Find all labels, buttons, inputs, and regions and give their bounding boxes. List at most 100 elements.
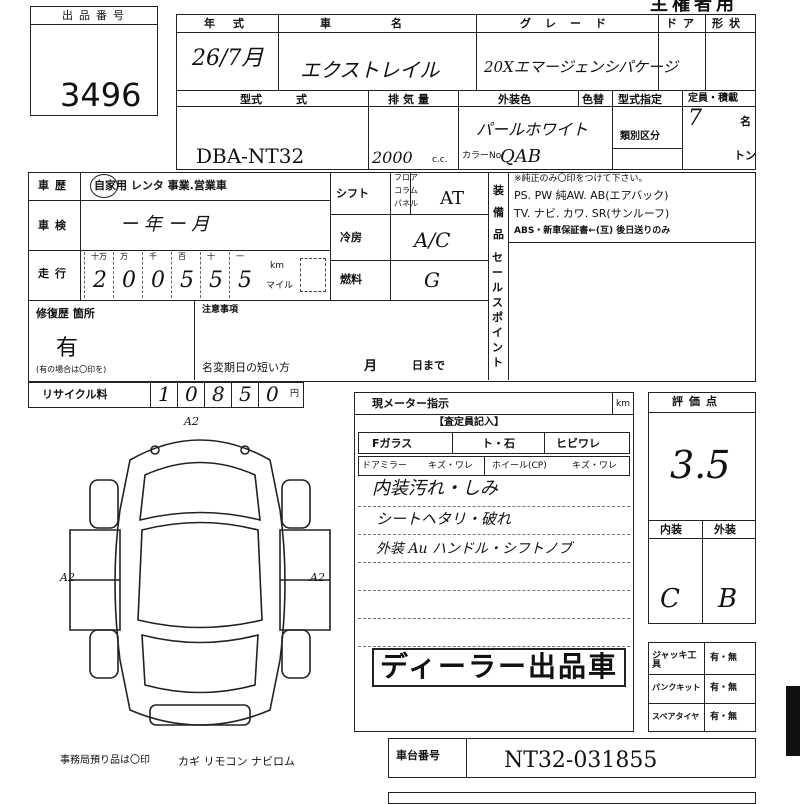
inspection-note-3: 外装 Au ハンドル・シフトノブ [376, 541, 573, 557]
load-unit: トン [734, 149, 756, 162]
shift-option-column: コラム [394, 186, 418, 195]
score-value: 3.5 [670, 443, 731, 487]
repair-value: 有 [56, 336, 79, 361]
inspection-panel [354, 392, 634, 732]
model-name-label: 車名 [320, 17, 462, 30]
katashiki-label-2: 式 [296, 93, 307, 106]
mileage-digit-label: 百 [178, 252, 186, 261]
meter-label: 現メーター指示 [372, 397, 449, 410]
mirror-options: キズ・ワレ [428, 461, 474, 471]
spare-label: スペアタイヤ [652, 712, 700, 721]
glass-row [358, 432, 630, 454]
chassis-value: NT32-031855 [504, 748, 658, 773]
recycle-label: リサイクル料 [42, 388, 108, 401]
lot-number-label: 出品番号 [62, 9, 130, 22]
lot-number-value: 3496 [60, 76, 142, 114]
glass-options: ト・石 [482, 437, 515, 450]
vehicle-details-grid [28, 172, 756, 382]
exterior-label: 外装 [714, 523, 736, 536]
wheel-options: キズ・ワレ [572, 461, 618, 471]
mileage-digit-label: 十 [207, 252, 215, 261]
mileage-digit-label: 万 [120, 252, 128, 261]
katashiki-label: 型式 [240, 93, 262, 106]
glass-label: Fガラス [372, 437, 413, 450]
mileage-digit: 5 [238, 268, 252, 293]
shift-option-panel: パネル [394, 199, 418, 208]
capacity-label: 定員・積載 [688, 93, 738, 104]
door-label: ドア [666, 17, 700, 30]
repair-label: 修復歴 箇所 [36, 307, 95, 320]
accessories-box [648, 642, 756, 732]
recycle-digit: 0 [185, 382, 198, 406]
year-value: 26/7月 [192, 46, 264, 71]
interior-value: C [660, 584, 680, 614]
grade-label: グレード [520, 17, 620, 30]
mileage-digit-label: 一 [236, 252, 244, 261]
equipment-line-3: ABS・新車保証書←(互) 後日送りのみ [514, 226, 671, 236]
mirror-wheel-row [358, 456, 630, 476]
capacity-unit: 名 [740, 115, 751, 128]
name-change-day: 日まで [412, 359, 445, 372]
chassis-box [388, 738, 756, 778]
shaken-value: ー 年 ー 月 [120, 214, 210, 235]
capacity-value: 7 [688, 106, 702, 131]
mirror-label: ドアミラー [362, 461, 407, 471]
ext-color-value: パールホワイト [476, 120, 589, 139]
jack-value: 有・無 [710, 653, 738, 663]
fuel-value: G [424, 268, 440, 292]
mile-checkbox [300, 258, 326, 292]
repair-note: (有の場合は〇印を) [36, 365, 107, 374]
ac-label: 冷房 [340, 231, 362, 244]
mileage-label: 走行 [38, 267, 72, 280]
history-options: 自家用 レンタ 事業.営業車 [94, 179, 227, 192]
crack-label: ヒビワレ [556, 437, 600, 450]
displacement-unit: c.c. [432, 155, 448, 165]
recycle-digit: 1 [158, 382, 171, 406]
wheel-label: ホイール(CP) [492, 461, 547, 471]
puncture-value: 有・無 [710, 683, 738, 693]
recycle-digit-cell: 1 [150, 382, 177, 408]
mileage-digit: 0 [151, 268, 165, 293]
mileage-digit-label: 十万 [91, 252, 107, 261]
displacement-value: 2000 [372, 148, 413, 167]
vehicle-header-grid [176, 14, 756, 170]
inspector-label: 【査定員記入】 [434, 417, 504, 428]
category-label: 類別区分 [620, 131, 660, 142]
color-no-value: QAB [500, 146, 541, 167]
dealer-stamp: ディーラー出品車 [372, 648, 627, 687]
edge-bar [786, 686, 800, 756]
recycle-digit: 8 [212, 382, 225, 406]
name-change-month: 月 [364, 359, 378, 374]
recycle-digit: 0 [266, 382, 279, 406]
mileage-unit-km: km [270, 261, 284, 271]
recycle-unit: 円 [290, 389, 300, 399]
jack-label: ジャッキ工具 [652, 651, 697, 670]
office-items: カギ リモコン ナビロム [178, 755, 295, 768]
recycle-digit: 5 [239, 382, 252, 406]
equipment-line-1: PS. PW 純AW. AB(エアバック) [514, 189, 669, 202]
equipment-line-2: TV. ナビ. カワ. SR(サンルーフ) [514, 207, 670, 220]
ext-color-label: 外装色 [498, 93, 531, 106]
damage-mark-top: A2 [184, 415, 199, 428]
bottom-strip [388, 792, 756, 804]
history-circle [90, 174, 118, 198]
spare-value: 有・無 [710, 712, 738, 722]
inspection-note-2: シートヘタリ・破れ [376, 510, 512, 528]
mileage-digit: 0 [122, 268, 136, 293]
katashiki-value: DBA-NT32 [196, 144, 305, 168]
mileage-digit: 5 [180, 268, 194, 293]
body-type-label: 形状 [712, 17, 746, 30]
recycle-digit-cell: 0 [258, 382, 285, 408]
model-name-value: エクストレイル [300, 58, 440, 82]
shift-label: シフト [336, 187, 369, 200]
puncture-label: パンクキット [652, 683, 701, 692]
equipment-label: 装備品 [493, 184, 504, 241]
model-designation-label: 型式指定 [618, 93, 662, 106]
shift-value: AT [440, 188, 465, 209]
